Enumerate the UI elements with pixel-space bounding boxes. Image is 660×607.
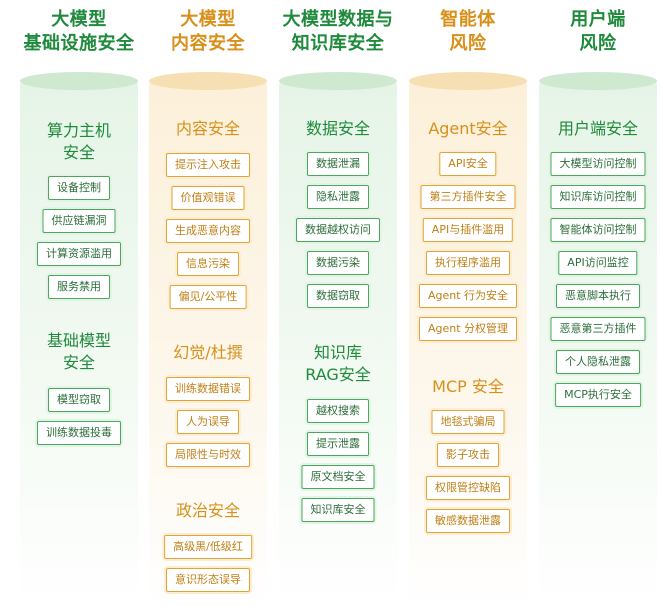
risk-item: 知识库访问控制: [550, 185, 646, 209]
risk-item: 生成恶意内容: [166, 219, 250, 243]
risk-item: 影子攻击: [437, 443, 499, 467]
column-3: 大模型数据与知识库安全数据安全数据泄漏隐私泄露数据越权访问数据污染数据窃取知识库…: [279, 0, 397, 607]
risk-item: 智能体访问控制: [550, 218, 646, 242]
section-title-line: 数据安全: [305, 119, 370, 138]
column-title: 大模型数据与知识库安全: [279, 8, 397, 56]
risk-item: 高级黑/低级红: [164, 535, 252, 559]
column-title-line: 大模型: [180, 9, 236, 30]
section-title: 幻觉/杜撰: [149, 342, 267, 364]
risk-item: 越权搜索: [307, 399, 369, 423]
column-cap: [20, 72, 138, 90]
risk-item: 地毯式骗局: [431, 410, 505, 434]
risk-item: API安全: [439, 152, 497, 176]
risk-item: 数据污染: [307, 251, 369, 275]
column-title-line: 风险: [449, 33, 487, 54]
column-title: 用户端风险: [539, 8, 657, 56]
column-pillar: [20, 80, 138, 607]
section-title-line: 安全: [62, 353, 95, 372]
column-title: 大模型基础设施安全: [20, 8, 138, 56]
section-title-line: 安全: [62, 143, 95, 162]
risk-item: 计算资源滥用: [37, 242, 121, 266]
column-title-line: 用户端: [570, 9, 626, 30]
risk-item: 第三方插件安全: [420, 185, 516, 209]
risk-item: 局限性与时效: [166, 443, 250, 467]
risk-item: 数据越权访问: [296, 218, 380, 242]
column-cap: [539, 72, 657, 90]
risk-item: 个人隐私泄露: [556, 350, 640, 374]
risk-item: MCP执行安全: [555, 383, 641, 407]
section-title-line: 基础模型: [46, 331, 111, 350]
section-title-line: RAG安全: [305, 365, 371, 384]
risk-item: 数据泄漏: [307, 152, 369, 176]
section-title: 用户端安全: [539, 118, 657, 140]
risk-item: 供应链漏洞: [42, 209, 116, 233]
section-title-line: 政治安全: [175, 501, 240, 520]
risk-item: 执行程序滥用: [426, 251, 510, 275]
risk-item: 隐私泄露: [307, 185, 369, 209]
column-title-line: 内容安全: [171, 33, 245, 54]
column-2: 大模型内容安全内容安全提示注入攻击价值观错误生成恶意内容信息污染偏见/公平性幻觉…: [149, 0, 267, 607]
column-title: 大模型内容安全: [149, 8, 267, 56]
section-title: 政治安全: [149, 500, 267, 522]
column-title-line: 基础设施安全: [23, 33, 135, 54]
risk-item: 价值观错误: [171, 186, 245, 210]
risk-item: 恶意第三方插件: [550, 317, 646, 341]
section-title-line: MCP 安全: [432, 377, 504, 396]
section-title: 数据安全: [279, 118, 397, 140]
risk-item: API与插件滥用: [422, 218, 514, 242]
column-1: 大模型基础设施安全算力主机安全设备控制供应链漏洞计算资源滥用服务禁用基础模型安全…: [20, 0, 138, 607]
risk-item: 设备控制: [48, 176, 110, 200]
risk-item: 权限管控缺陷: [426, 476, 510, 500]
risk-item: 训练数据投毒: [37, 421, 121, 445]
risk-item: 提示泄露: [307, 432, 369, 456]
section-title-line: 内容安全: [175, 119, 240, 138]
risk-item: 敏感数据泄露: [426, 509, 510, 533]
section-title: 算力主机安全: [20, 120, 138, 164]
section-title: MCP 安全: [409, 376, 527, 398]
section-title: 知识库 RAG安全: [279, 342, 397, 386]
column-4: 智能体风险 Agent安全 API安全第三方插件安全 API与插件滥用执行程序滥用 Ag…: [409, 0, 527, 607]
risk-item: 知识库安全: [301, 498, 375, 522]
risk-item: 训练数据错误: [166, 377, 250, 401]
risk-item: 意识形态误导: [166, 568, 250, 592]
risk-item: 模型窃取: [48, 388, 110, 412]
risk-item: 恶意脚本执行: [556, 284, 640, 308]
column-title-line: 知识库安全: [291, 33, 385, 54]
column-cap: [409, 72, 527, 90]
risk-item: 大模型访问控制: [550, 152, 646, 176]
column-cap: [149, 72, 267, 90]
risk-item: 人为误导: [177, 410, 239, 434]
section-title-line: 幻觉/杜撰: [173, 343, 243, 362]
column-cap: [279, 72, 397, 90]
risk-item: 数据窃取: [307, 284, 369, 308]
column-title-line: 大模型: [51, 9, 107, 30]
section-title-line: Agent安全: [428, 119, 508, 138]
column-title-line: 风险: [579, 33, 617, 54]
risk-item: 服务禁用: [48, 275, 110, 299]
risk-item: API访问监控: [558, 251, 638, 275]
column-5: 用户端风险用户端安全大模型访问控制知识库访问控制智能体访问控制 API访问监控恶意…: [539, 0, 657, 607]
section-title-line: 算力主机: [46, 121, 111, 140]
risk-item: Agent 行为安全: [418, 284, 518, 308]
section-title: 基础模型安全: [20, 330, 138, 374]
section-title-line: 知识库: [313, 343, 362, 362]
section-title: Agent安全: [409, 118, 527, 140]
column-title: 智能体风险: [409, 8, 527, 56]
risk-item: 偏见/公平性: [169, 285, 247, 309]
section-title: 内容安全: [149, 118, 267, 140]
section-title-line: 用户端安全: [557, 119, 638, 138]
risk-item: 提示注入攻击: [166, 153, 250, 177]
risk-item: 原文档安全: [301, 465, 375, 489]
risk-item: 信息污染: [177, 252, 239, 276]
risk-item: Agent 分权管理: [418, 317, 518, 341]
column-title-line: 智能体: [440, 9, 496, 30]
column-title-line: 大模型数据与: [282, 9, 394, 30]
